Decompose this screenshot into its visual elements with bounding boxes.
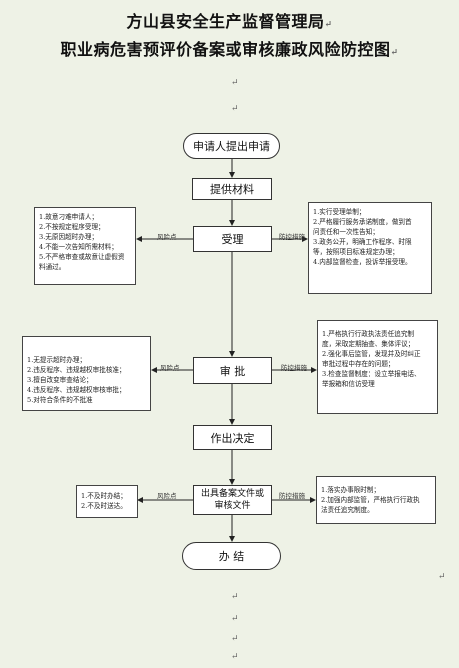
control-label: 防控措施 [281,364,307,372]
control-item: 2.强化事后监管，发现并及时纠正 [322,350,421,358]
paragraph-mark: ↵ [231,592,239,602]
control-item: 3.检查监督制度：设立举报电话、 [322,370,421,378]
risk-item: 5.对符合条件的不批准 [27,396,93,404]
control-item: 度，采取定期抽查、集体评议； [322,340,415,348]
control-item: 2.加强内部监管，严格执行行政执 [321,496,420,504]
approve-risk-box: 1.无提示超时办理； 2.违反程序、违规越权审批核准； 3.擅自改变审查结论； … [22,336,151,411]
paragraph-mark: ↵ [231,652,239,662]
risk-item: 4.不能一次告知所需材料； [39,243,118,251]
control-item: 举报箱和信访受理 [322,380,375,388]
start-node: 申请人提出申请 [183,133,280,159]
risk-label: 风险点 [157,492,177,500]
control-item: 问责任和一次性告知； [313,228,379,236]
control-label: 防控措施 [279,492,305,500]
accept-control-box: 1.实行受理单制； 2.严格履行服务承诺制度，做到首 问责任和一次性告知； 3.… [308,202,432,294]
risk-item: 4.违反程序、违规越权审核审批； [27,386,126,394]
control-item: 3.政务公开，明确工作程序、时限 [313,238,412,246]
risk-item: 3.擅自改变审查结论； [27,376,93,384]
page-title: 方山县安全生产监督管理局↵ [126,12,333,31]
accept-step: 受理 [193,226,272,252]
provide-materials-step: 提供材料 [192,178,272,200]
risk-item: 2.不及时送达。 [81,502,127,510]
control-item: 等，按照项目标准规定办理； [313,248,399,256]
control-item: 1.严格执行行政执法责任追究制 [322,330,415,338]
page-subtitle: 职业病危害预评价备案或审核廉政风险防控图↵ [60,40,399,59]
risk-item: 2.违反程序、违规越权审批核准； [27,366,126,374]
control-item: 审批过程中存在的问题； [322,360,395,368]
accept-risk-box: 1.故意刁难申请人； 2.不按规定程序受理； 3.无原因超时办理； 4.不能一次… [34,207,136,285]
risk-label: 风险点 [157,233,177,241]
risk-item: 1.不及时办结； [81,492,127,500]
paragraph-mark: ↵ [231,614,239,624]
control-item: 1.实行受理单制； [313,208,366,216]
control-item: 1.落实办事限时制； [321,486,381,494]
risk-item: 3.无原因超时办理； [39,233,99,241]
risk-item: 1.无提示超时办理； [27,356,87,364]
approve-step: 审 批 [193,357,272,384]
risk-item: 1.故意刁难申请人； [39,213,99,221]
control-item: 法责任追究制度。 [321,506,374,514]
control-item: 4.内部监督检查，投诉举报受理。 [313,258,412,266]
decide-step: 作出决定 [193,425,272,450]
risk-item: 5.不严格审查或故意让虚假资 [39,253,125,261]
control-item: 2.严格履行服务承诺制度，做到首 [313,218,412,226]
control-label: 防控措施 [279,233,305,241]
approve-control-box: 1.严格执行行政执法责任追究制 度，采取定期抽查、集体评议； 2.强化事后监管，… [317,320,438,414]
risk-item: 2.不按规定程序受理； [39,223,105,231]
issue-risk-box: 1.不及时办结； 2.不及时送达。 [76,485,138,518]
paragraph-mark: ↵ [438,572,446,582]
risk-item: 料通过。 [39,263,66,271]
paragraph-mark: ↵ [231,78,239,88]
paragraph-mark: ↵ [231,104,239,114]
issue-control-box: 1.落实办事限时制； 2.加强内部监管，严格执行行政执 法责任追究制度。 [316,476,436,524]
paragraph-mark: ↵ [231,634,239,644]
end-node: 办 结 [182,542,281,570]
issue-document-step: 出具备案文件或审核文件 [193,485,272,515]
risk-label: 风险点 [160,364,180,372]
